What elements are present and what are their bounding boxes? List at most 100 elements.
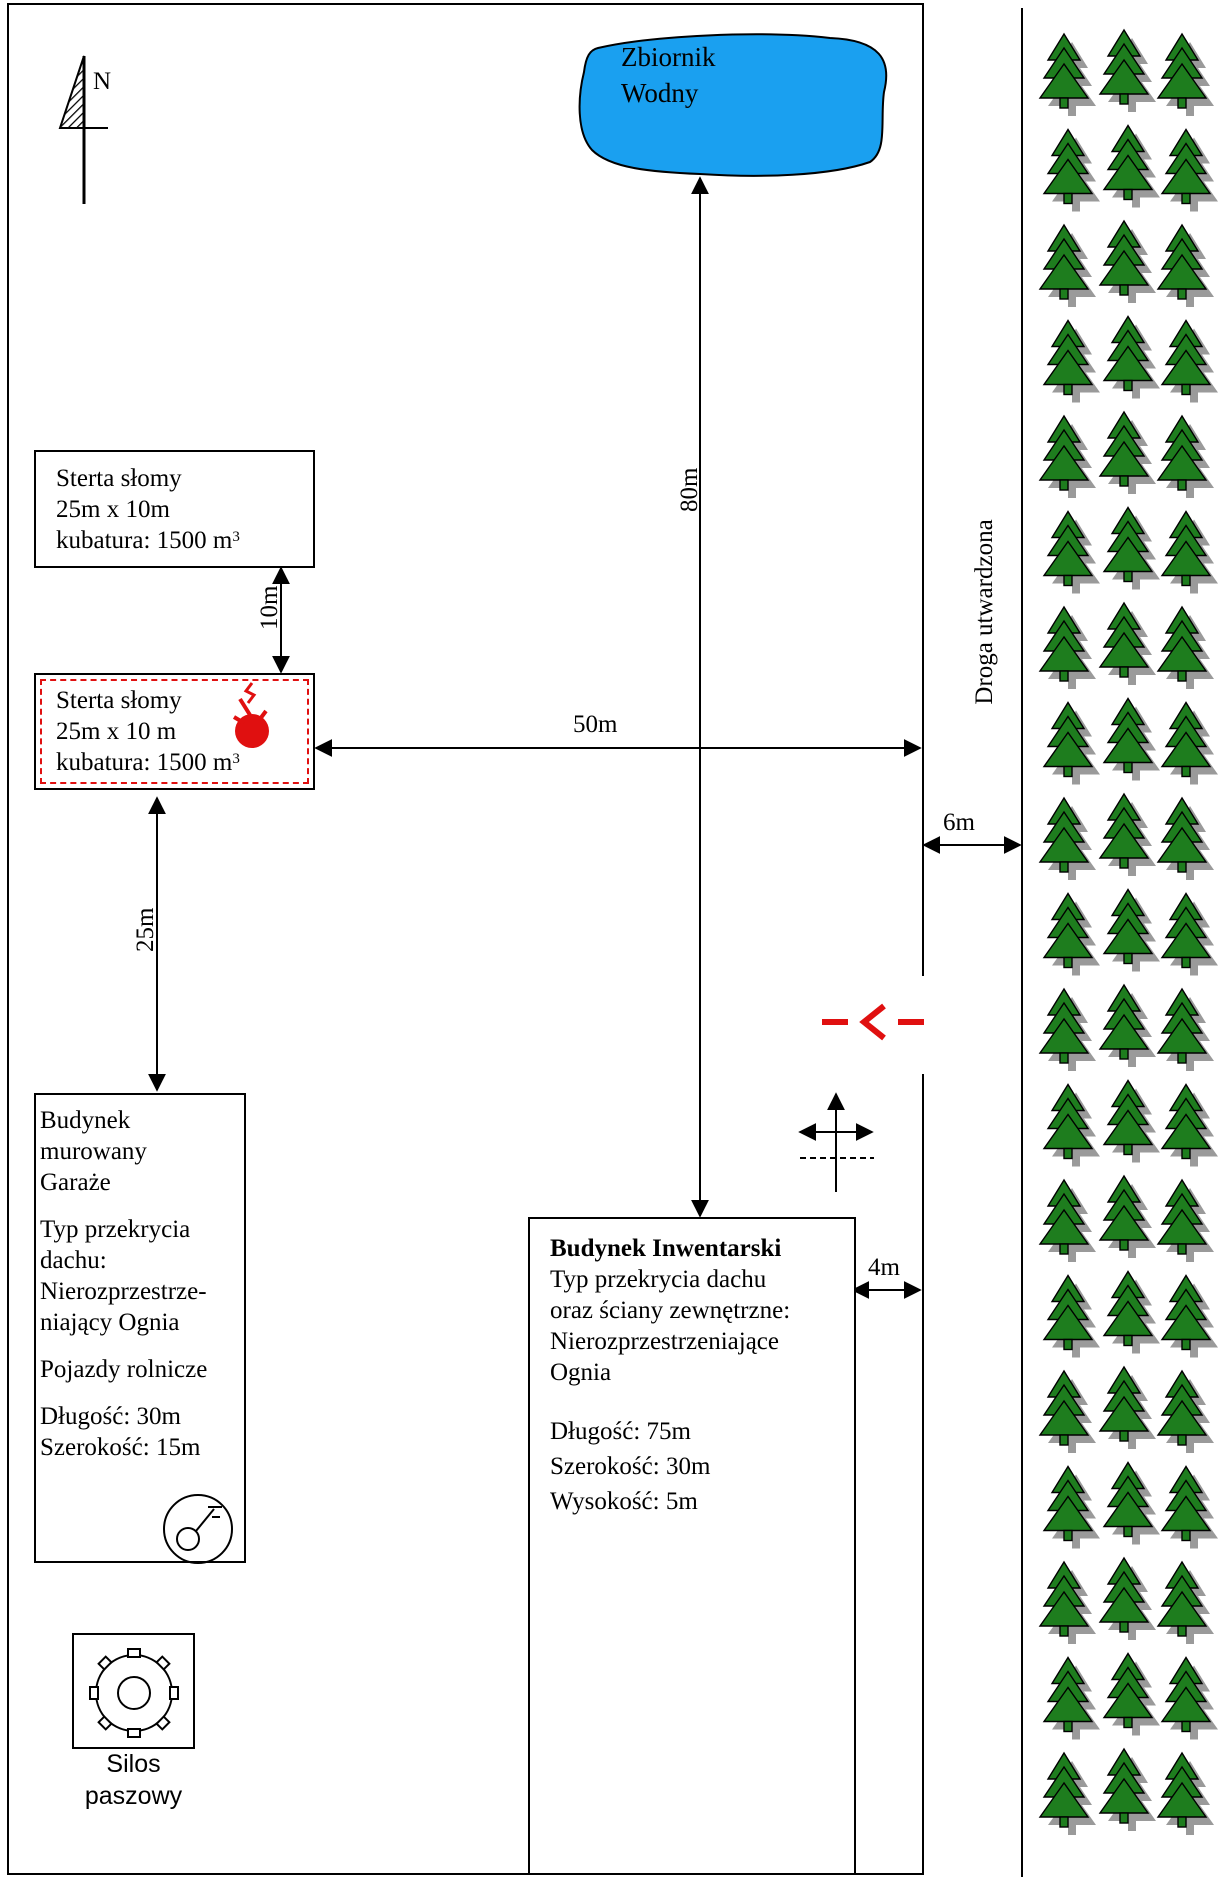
tree-icon bbox=[1157, 988, 1215, 1072]
fire-icon bbox=[232, 682, 269, 748]
garage-roof-2: dachu: bbox=[40, 1247, 107, 1274]
livestock-building: Budynek Inwentarski Typ przekrycia dachu… bbox=[528, 1217, 856, 1875]
garage-line-2: murowany bbox=[40, 1138, 147, 1165]
livestock-line-2: oraz ściany zewnętrzne: bbox=[550, 1297, 791, 1324]
tree-icon bbox=[1157, 33, 1215, 117]
tree-icon bbox=[1099, 1557, 1157, 1641]
straw-stack-2-size: 25m x 10 m bbox=[56, 718, 177, 745]
livestock-height: Wysokość: 5m bbox=[550, 1488, 698, 1515]
livestock-title: Budynek Inwentarski bbox=[550, 1235, 782, 1262]
tree-icon bbox=[1103, 506, 1161, 591]
garage-width: Szerokość: 15m bbox=[40, 1434, 201, 1461]
tree-icon bbox=[1099, 1748, 1157, 1832]
tree-icon bbox=[1103, 697, 1161, 782]
garage-contents: Pojazdy rolnicze bbox=[40, 1356, 208, 1383]
tree-icon bbox=[1157, 1752, 1215, 1836]
tree-icon bbox=[1099, 220, 1157, 304]
garage-line-3: Garaże bbox=[40, 1169, 111, 1196]
tree-icon bbox=[1099, 793, 1157, 877]
straw-stack-1-volume: kubatura: 1500 m3 bbox=[56, 527, 240, 554]
straw-stack-north: Sterta słomy 25m x 10m kubatura: 1500 m3 bbox=[34, 450, 315, 568]
tree-icon bbox=[1043, 128, 1101, 213]
tree-icon bbox=[1043, 701, 1101, 786]
tree-icon bbox=[1161, 1083, 1218, 1168]
tree-icon bbox=[1099, 29, 1157, 113]
tree-icon bbox=[1161, 128, 1218, 213]
water-reservoir bbox=[578, 33, 888, 177]
tree-icon bbox=[1043, 1656, 1101, 1741]
silo-icon bbox=[89, 1648, 179, 1738]
silo-label-2: paszowy bbox=[84, 1782, 183, 1810]
livestock-width: Szerokość: 30m bbox=[550, 1453, 711, 1480]
tree-icon bbox=[1157, 606, 1215, 690]
tree-icon bbox=[1039, 1752, 1097, 1836]
tree-icon bbox=[1039, 415, 1097, 499]
tree-icon bbox=[1039, 1561, 1097, 1645]
tree-icon bbox=[1161, 319, 1218, 404]
tree-icon bbox=[1157, 1179, 1215, 1263]
tree-icon bbox=[1043, 1083, 1101, 1168]
garage-roof-1: Typ przekrycia bbox=[40, 1216, 191, 1243]
crossroad-icon bbox=[798, 1092, 874, 1192]
forest bbox=[1039, 29, 1218, 1836]
tree-icon bbox=[1103, 888, 1161, 973]
tree-icon bbox=[1099, 602, 1157, 686]
tree-icon bbox=[1043, 319, 1101, 404]
tree-icon bbox=[1099, 1175, 1157, 1259]
tree-icon bbox=[1043, 1465, 1101, 1550]
tree-icon bbox=[1103, 1079, 1161, 1164]
silo-box bbox=[72, 1633, 195, 1749]
silo-label-1: Silos bbox=[106, 1750, 161, 1778]
dim-label-6m: 6m bbox=[943, 809, 975, 836]
tree-icon bbox=[1157, 1561, 1215, 1645]
tree-icon bbox=[1039, 224, 1097, 308]
livestock-line-4: Ognia bbox=[550, 1359, 612, 1386]
straw-stack-fire: Sterta słomy 25m x 10 m kubatura: 1500 m… bbox=[34, 673, 315, 790]
garage-roof-3: Nierozprzestrze- bbox=[40, 1278, 207, 1305]
tree-icon bbox=[1161, 510, 1218, 595]
property-boundary bbox=[7, 3, 924, 1875]
tree-icon bbox=[1157, 224, 1215, 308]
tree-icon bbox=[1099, 1366, 1157, 1450]
tree-icon bbox=[1043, 1274, 1101, 1359]
straw-stack-1-name: Sterta słomy bbox=[56, 465, 182, 492]
dim-label-25m: 25m bbox=[132, 907, 159, 952]
garage-roof-4: niający Ognia bbox=[40, 1309, 180, 1336]
north-arrow-icon bbox=[58, 55, 108, 204]
tree-icon bbox=[1103, 1652, 1161, 1737]
tree-icon bbox=[1099, 984, 1157, 1068]
road-label: Droga utwardzona bbox=[971, 519, 998, 705]
garage-building: Budynek murowany Garaże Typ przekrycia d… bbox=[34, 1093, 246, 1564]
straw-stack-2-volume: kubatura: 1500 m3 bbox=[56, 749, 240, 776]
livestock-line-1: Typ przekrycia dachu bbox=[550, 1266, 767, 1293]
tree-icon bbox=[1099, 411, 1157, 495]
entry-arrow-icon bbox=[822, 1003, 924, 1041]
livestock-line-3: Nierozprzestrzeniające bbox=[550, 1328, 780, 1355]
dim-label-10m: 10m bbox=[256, 585, 283, 630]
tree-icon bbox=[1103, 124, 1161, 209]
fire-hydrant-icon bbox=[163, 1494, 233, 1564]
tree-icon bbox=[1157, 1370, 1215, 1454]
tree-icon bbox=[1157, 797, 1215, 881]
tree-icon bbox=[1039, 797, 1097, 881]
tree-icon bbox=[1103, 1270, 1161, 1355]
livestock-length: Długość: 75m bbox=[550, 1418, 691, 1445]
tree-icon bbox=[1039, 33, 1097, 117]
north-label: N bbox=[93, 68, 112, 95]
tree-icon bbox=[1039, 1370, 1097, 1454]
tree-icon bbox=[1161, 1656, 1218, 1741]
dim-label-50m: 50m bbox=[573, 711, 618, 738]
tree-icon bbox=[1161, 1465, 1218, 1550]
dim-label-80m: 80m bbox=[676, 467, 703, 512]
tree-icon bbox=[1161, 1274, 1218, 1359]
tree-icon bbox=[1161, 892, 1218, 977]
dim-label-4m: 4m bbox=[868, 1254, 900, 1281]
straw-stack-2-name: Sterta słomy bbox=[56, 687, 182, 714]
tree-icon bbox=[1161, 701, 1218, 786]
tree-icon bbox=[1039, 1179, 1097, 1263]
straw-stack-1-size: 25m x 10m bbox=[56, 496, 170, 523]
reservoir-label-2: Wodny bbox=[621, 78, 699, 108]
garage-line-1: Budynek bbox=[40, 1107, 131, 1134]
tree-icon bbox=[1039, 988, 1097, 1072]
